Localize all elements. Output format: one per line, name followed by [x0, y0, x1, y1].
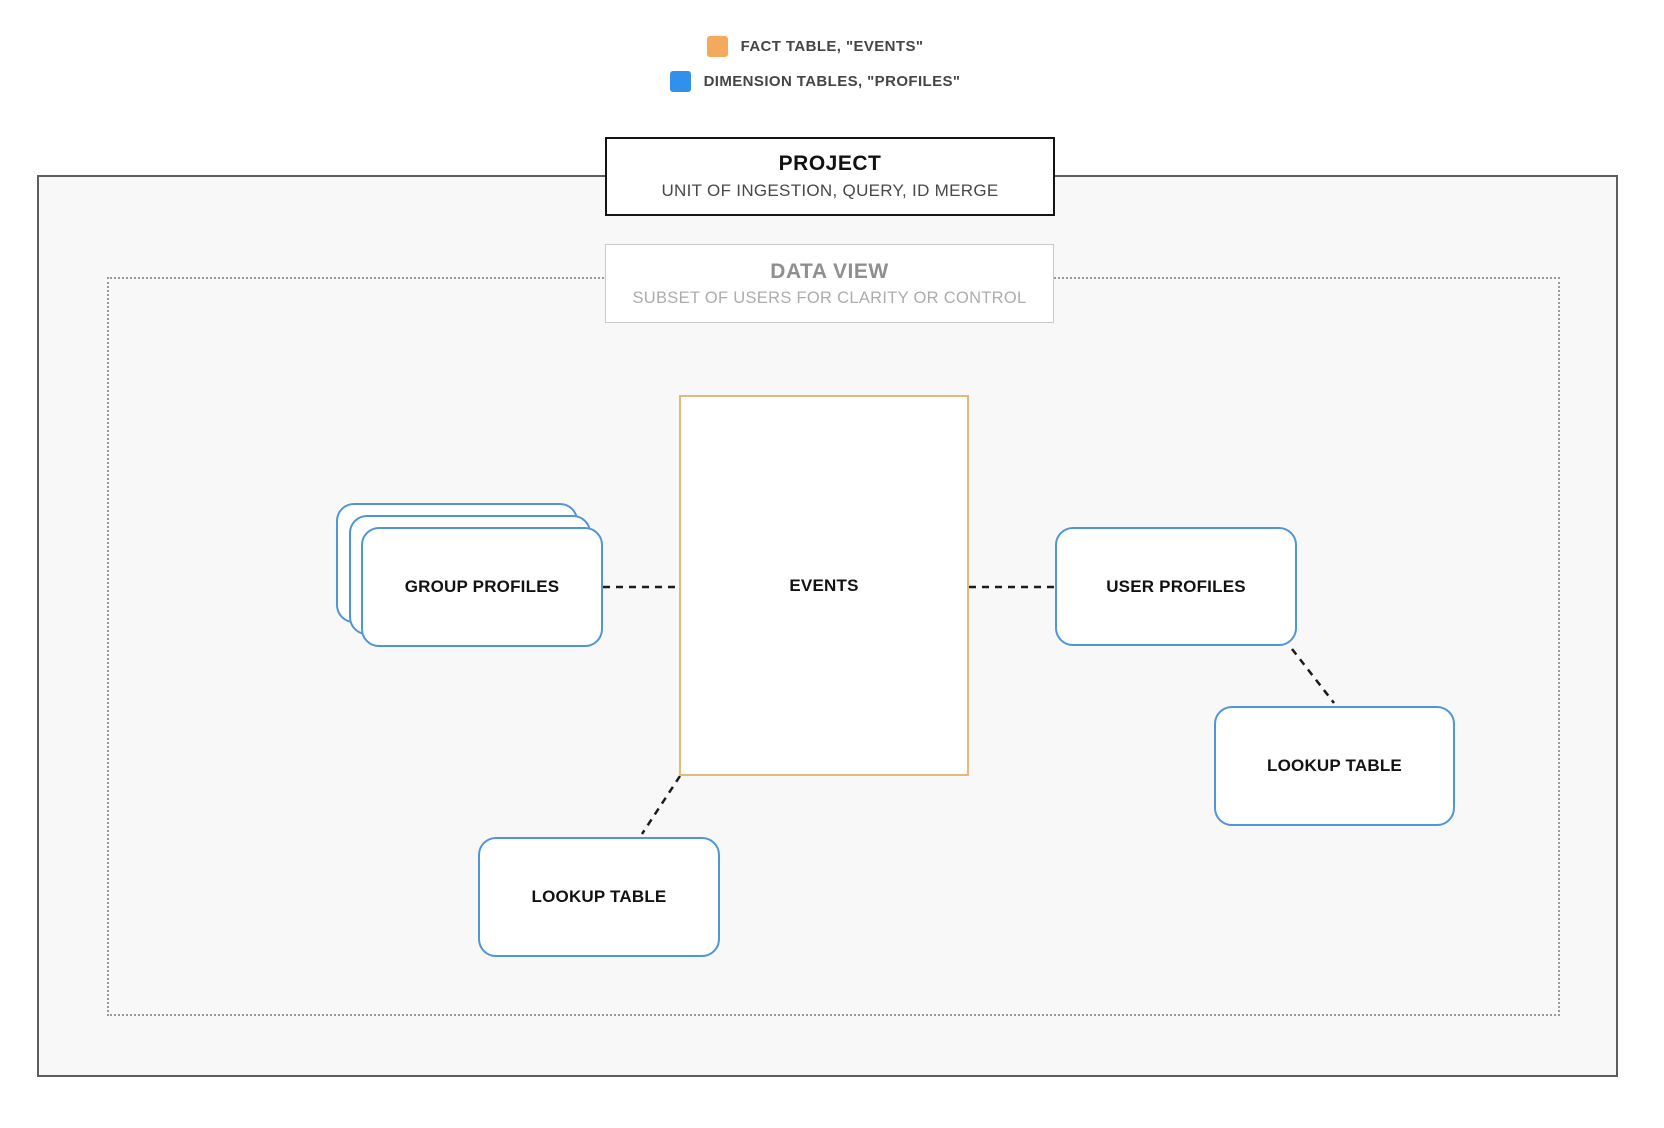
- project-subtitle: UNIT OF INGESTION, QUERY, ID MERGE: [661, 181, 999, 200]
- group-profiles-label: GROUP PROFILES: [404, 577, 560, 596]
- legend-item-dimension-tables: DIMENSION TABLES, "PROFILES": [669, 71, 961, 92]
- user-profiles-node: USER PROFILES: [1055, 527, 1297, 646]
- group-profiles-node: GROUP PROFILES: [361, 527, 603, 647]
- events-label: EVENTS: [789, 575, 859, 595]
- dimension-tables-swatch-icon: [669, 71, 691, 92]
- project-title-box: PROJECT UNIT OF INGESTION, QUERY, ID MER…: [605, 137, 1055, 216]
- fact-table-swatch-icon: [706, 36, 728, 57]
- lookup-table-bottom-label: LOOKUP TABLE: [531, 887, 667, 906]
- project-title: PROJECT: [778, 152, 882, 175]
- data-view-title: DATA VIEW: [770, 259, 889, 283]
- lookup-table-right-label: LOOKUP TABLE: [1267, 756, 1402, 775]
- data-view-subtitle: SUBSET OF USERS FOR CLARITY OR CONTROL: [632, 288, 1027, 307]
- data-view-title-box: DATA VIEW SUBSET OF USERS FOR CLARITY OR…: [605, 244, 1054, 323]
- lookup-table-bottom-node: LOOKUP TABLE: [478, 837, 720, 957]
- events-node: EVENTS: [679, 395, 969, 776]
- lookup-table-right-node: LOOKUP TABLE: [1214, 706, 1455, 826]
- legend-item-fact-table: FACT TABLE, "EVENTS": [706, 36, 924, 57]
- legend-label-fact-table: FACT TABLE, "EVENTS": [740, 38, 924, 55]
- legend: FACT TABLE, "EVENTS" DIMENSION TABLES, "…: [0, 36, 1630, 92]
- user-profiles-label: USER PROFILES: [1106, 576, 1246, 596]
- legend-label-dimension-tables: DIMENSION TABLES, "PROFILES": [703, 73, 961, 90]
